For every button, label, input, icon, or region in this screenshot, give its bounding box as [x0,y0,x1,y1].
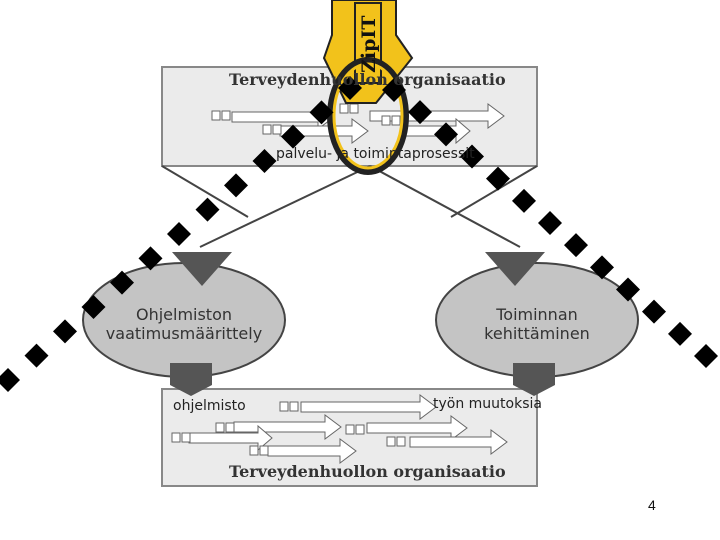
left-chevron-arrow [170,363,212,396]
right-ellipse-label-line1: Toiminnan [496,305,578,324]
left-ellipse-label-line1: Ohjelmiston [135,305,233,324]
connector-lines [161,165,538,248]
diamond-marker [252,149,277,173]
bottom-right-label: työn muutoksia [433,396,542,412]
diamond-marker [338,76,362,100]
diamond-marker [512,188,536,213]
diamond-marker [81,295,106,319]
diamond-marker [408,100,432,125]
diamond-marker [138,246,163,271]
diamond-dotted-lines [0,76,718,392]
diamond-marker [24,343,49,368]
bottom-box-title: Terveydenhuollon organisaatio [229,462,506,481]
diamond-marker [224,173,248,198]
diamond-marker [642,299,666,324]
diamond-marker [281,124,305,149]
left-down-triangle [172,252,232,286]
diamond-marker [434,122,458,147]
diamond-marker [195,197,220,222]
diamond-marker [590,255,614,280]
diamond-marker [110,270,134,295]
diamond-marker [694,344,718,368]
diamond-marker [564,233,588,258]
left-ellipse-label: Ohjelmiston vaatimusmäärittely [84,305,284,343]
top-box-caption: palvelu- ja toimintaprosessit [276,146,475,162]
zipit-label: ZipIT [358,15,380,73]
zipit-lens-ring [327,57,409,175]
zipit-label-box [354,2,382,84]
diamond-marker [486,166,510,191]
right-down-triangle [485,252,545,286]
diamond-marker [460,144,484,169]
bottom-process-arrows [171,394,508,464]
diamond-marker [382,78,406,102]
bottom-left-label: ohjelmisto [173,398,246,414]
diamond-marker [53,319,77,344]
diamond-marker [668,321,692,346]
diamond-marker [167,222,191,246]
diamond-marker [0,368,20,392]
right-ellipse-label: Toiminnan kehittäminen [437,305,637,343]
diamond-marker [309,100,334,125]
diamond-marker [538,211,562,235]
diamond-marker [616,277,640,302]
right-chevron-arrow [513,363,555,396]
right-ellipse-label-line2: kehittäminen [484,324,590,343]
zipit-lens-ring-inner [332,62,404,170]
left-ellipse-label-line2: vaatimusmäärittely [105,324,263,343]
page-number: 4 [648,497,656,513]
top-box-title: Terveydenhuollon organisaatio [229,70,506,89]
